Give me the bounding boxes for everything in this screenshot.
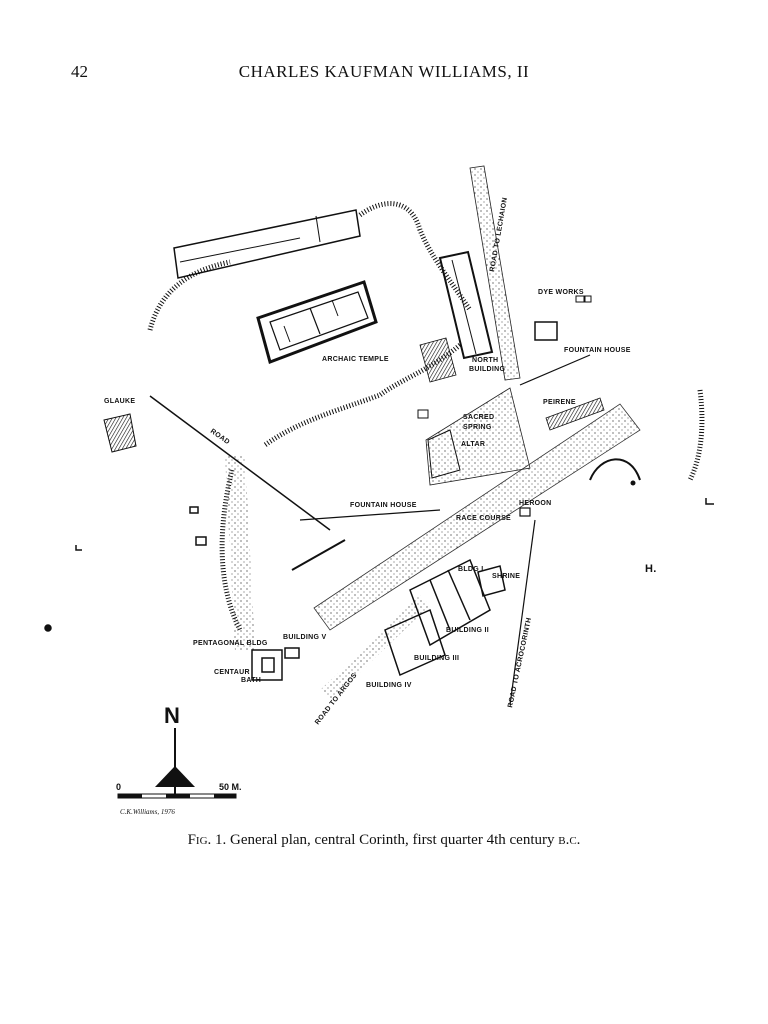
figure-caption: Fig. 1. General plan, central Corinth, f… (0, 832, 768, 849)
west-scarp (219, 389, 705, 632)
north-building (419, 250, 494, 383)
label-building-iii: BUILDING III (414, 655, 459, 662)
glauke-fountain (103, 413, 137, 453)
north-arrow (155, 728, 195, 795)
draftsman-signature: C.K.Williams, 1976 (120, 808, 175, 816)
label-fountain-house: FOUNTAIN HOUSE (350, 502, 417, 509)
label-glauke: GLAUKE (104, 398, 135, 405)
heroon-east-area (519, 458, 641, 517)
label-h-mark: H. (645, 563, 657, 575)
label-north-building-2: BUILDING (469, 366, 505, 373)
centaur-bath-complex (251, 647, 300, 681)
scale-start-label: 0 (116, 782, 122, 792)
label-peirene: PEIRENE (543, 399, 576, 406)
figure-number: Fig. 1. (187, 832, 227, 848)
road-to-argos (320, 595, 430, 700)
dye-works (575, 295, 592, 303)
label-north-building: NORTH (472, 357, 498, 364)
label-sacred-spring-2: SPRING (463, 424, 492, 431)
label-dye-works: DYE WORKS (538, 289, 584, 296)
label-bath: BATH (241, 677, 261, 684)
label-road: ROAD (209, 428, 231, 446)
scale-end-label: 50 M. (219, 782, 242, 792)
fountain-house-northeast (519, 321, 591, 386)
northwest-stoa (173, 209, 361, 279)
road-to-lechaion-strip (469, 165, 521, 381)
fountain-house-mid (299, 509, 441, 521)
label-shrine: SHRINE (492, 573, 520, 580)
north-arrow-label: N (164, 703, 180, 728)
label-centaur: CENTAUR (214, 669, 250, 676)
label-archaic-temple: ARCHAIC TEMPLE (322, 356, 389, 363)
label-fountain-house-ne: FOUNTAIN HOUSE (564, 347, 631, 354)
label-sacred-spring: SACRED (463, 414, 494, 421)
label-building-ii: BUILDING II (446, 627, 489, 634)
label-pentagonal-bldg: PENTAGONAL BLDG (193, 640, 268, 647)
misc-features (44, 498, 714, 632)
label-building-iv: BUILDING IV (366, 682, 412, 689)
label-race-course: RACE COURSE (456, 515, 511, 522)
race-course-strip (313, 403, 641, 631)
label-altar: ALTAR (461, 441, 485, 448)
figure-caption-era: b.c. (558, 832, 581, 848)
label-bldg-i: BLDG I (458, 566, 484, 573)
west-road (149, 395, 346, 650)
sacred-spring-area (417, 387, 531, 486)
label-building-v: BUILDING V (283, 634, 326, 641)
label-heroon: HEROON (519, 500, 552, 507)
page-number: 42 (71, 62, 88, 81)
scale-bar (117, 793, 237, 799)
running-head: CHARLES KAUFMAN WILLIAMS, II (238, 62, 530, 81)
peirene-fountain (545, 397, 605, 431)
archaic-temple (256, 280, 378, 364)
road-to-acrocorinth (509, 519, 536, 706)
figure-caption-text: General plan, central Corinth, first qua… (230, 832, 555, 848)
